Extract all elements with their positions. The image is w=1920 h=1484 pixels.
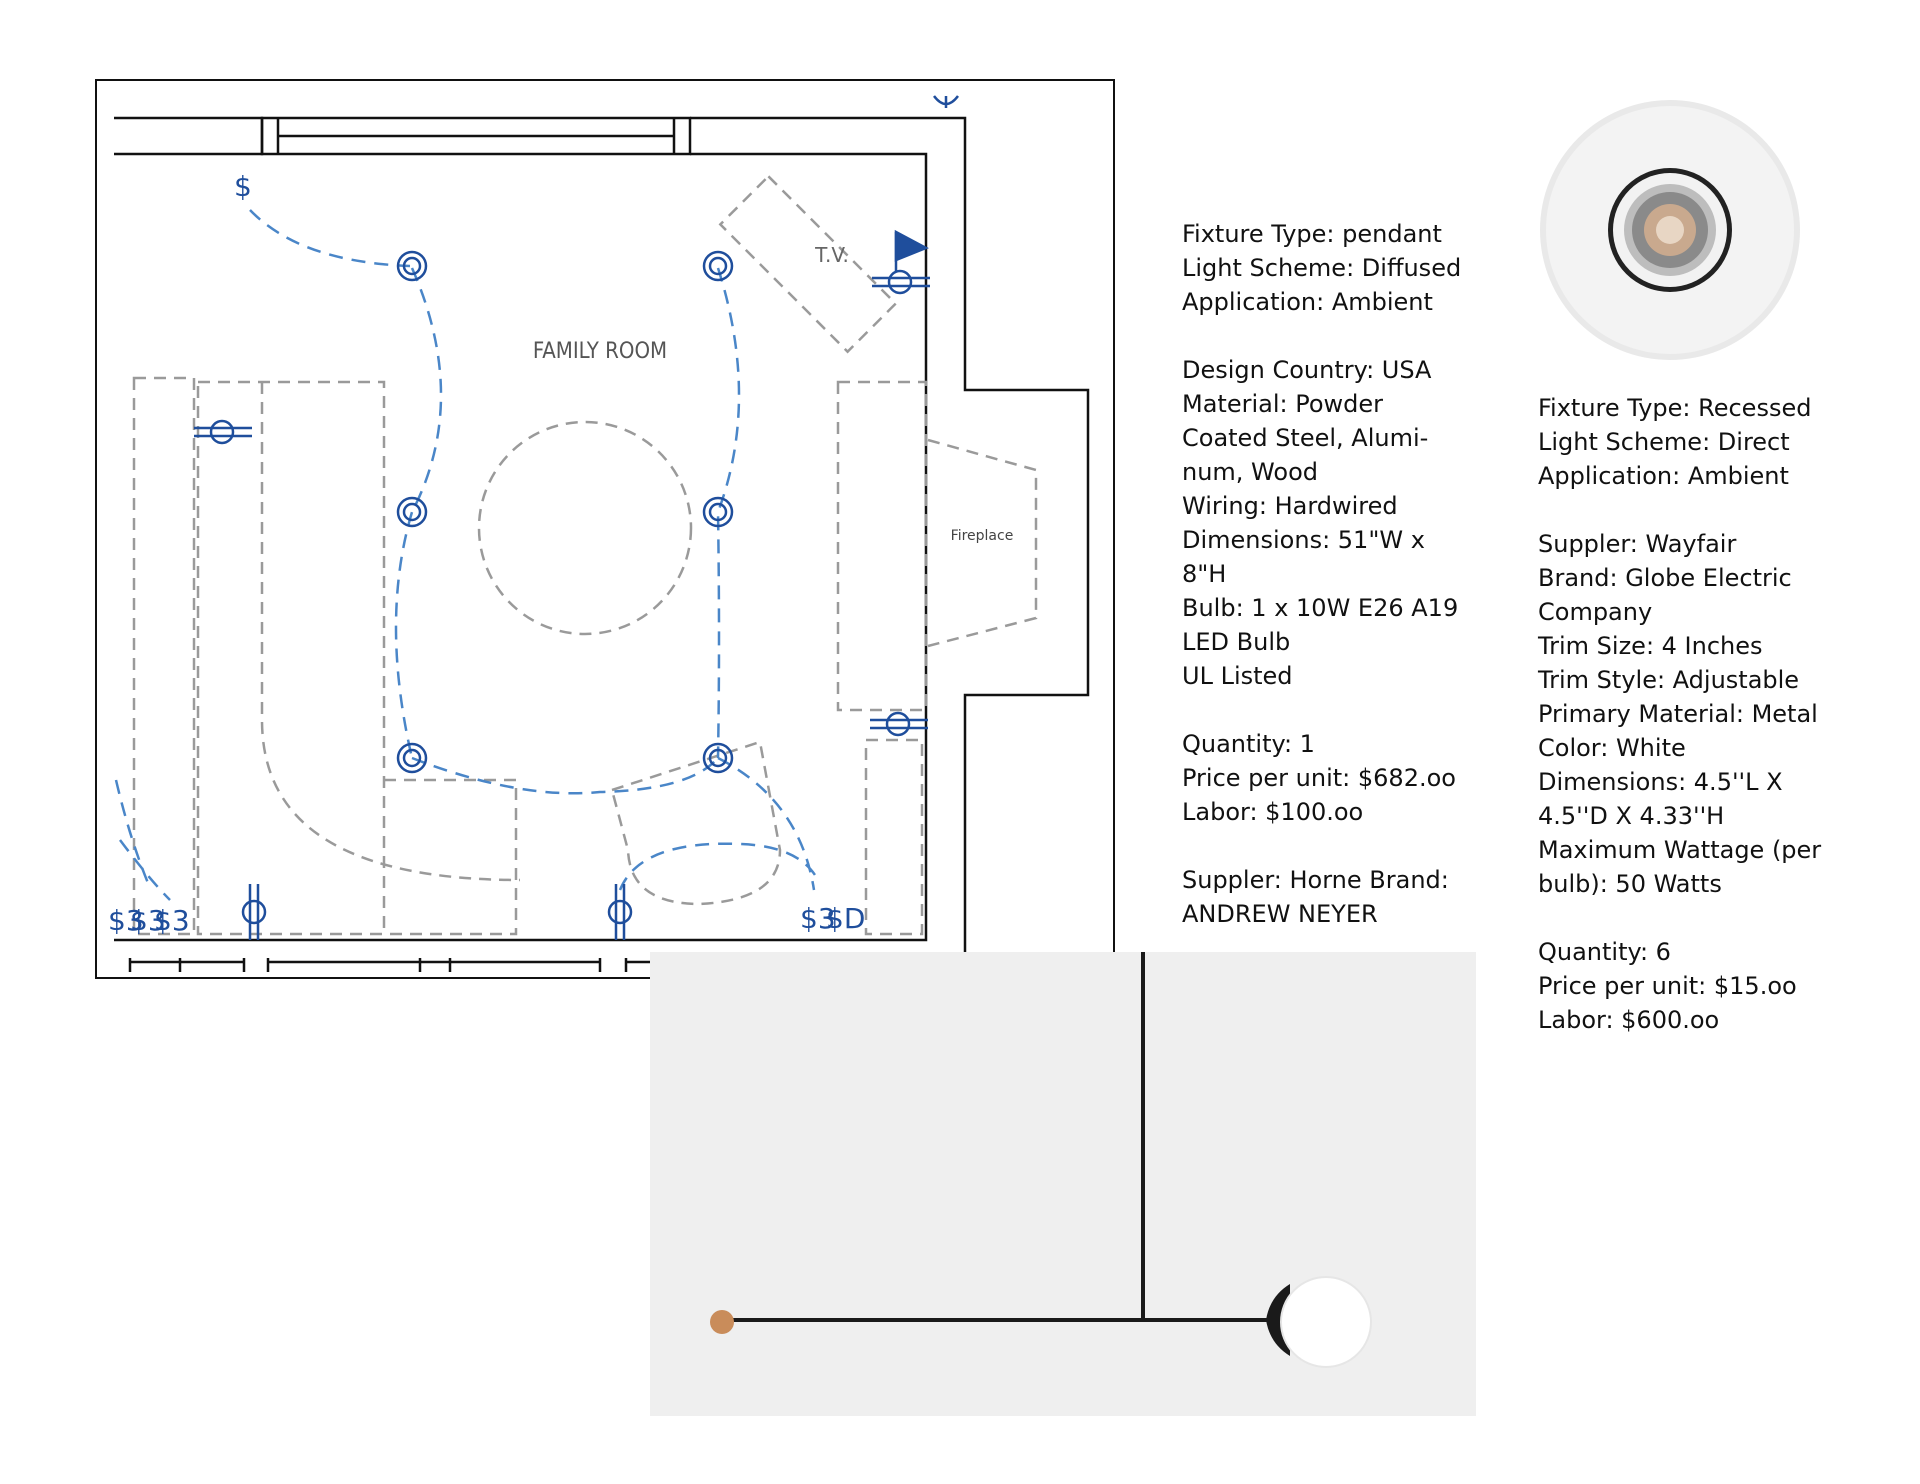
pendant-application: Application: Ambient	[1182, 288, 1433, 316]
pendant-dimensions: Dimensions: 51"W x 8"H	[1182, 526, 1425, 588]
lighting-floor-plan: FAMILY ROOM T.V. Fireplace $ $3 $3 $3 $3…	[95, 79, 1115, 979]
switch-label-br-1: $3	[800, 902, 836, 935]
recessed-fixture-type: Fixture Type: Recessed	[1538, 394, 1812, 422]
recessed-dimensions: Dimensions: 4.5''L X 4.5''D X 4.33''H	[1538, 768, 1783, 830]
pendant-quantity: Quantity: 1	[1182, 730, 1315, 758]
recessed-price: Price per unit: $15.oo	[1538, 972, 1797, 1000]
room-label: FAMILY ROOM	[533, 339, 667, 364]
recessed-light-2	[702, 250, 734, 282]
outlet-symbols	[194, 95, 959, 940]
recessed-labor: Labor: $600.oo	[1538, 1006, 1720, 1034]
recessed-application: Application: Ambient	[1538, 462, 1789, 490]
pendant-light-photo	[650, 952, 1476, 1416]
fireplace-label: Fireplace	[951, 528, 1014, 544]
recessed-color: Color: White	[1538, 734, 1686, 762]
pendant-spec: Fixture Type: pendant Light Scheme: Diff…	[1182, 217, 1482, 931]
data-jack-icon	[894, 229, 929, 262]
recessed-light-4	[702, 496, 734, 528]
recessed-light-photo	[1540, 100, 1800, 360]
outlet-bottom-1	[241, 884, 267, 940]
pendant-supplier: Suppler: Horne Brand: ANDREW NEYER	[1182, 866, 1449, 928]
furniture	[132, 174, 1038, 936]
switch-label-bl-2: $3	[130, 904, 166, 937]
outlet-bottom-2	[607, 884, 633, 940]
wiring-runs	[114, 209, 820, 901]
outlet-right	[870, 711, 928, 737]
outlet-tv	[872, 269, 930, 295]
recessed-light-6	[702, 742, 734, 774]
plan-border	[95, 79, 1115, 979]
switch-label-br-2: $D	[826, 902, 865, 935]
exterior-fixture-icon	[933, 95, 959, 108]
switch-label-bl-1: $3	[108, 904, 144, 937]
recessed-max-wattage: Maximum Wattage (per bulb): 50 Watts	[1538, 836, 1822, 898]
tv-label: T.V.	[814, 243, 849, 267]
outlet-left	[194, 419, 252, 445]
pendant-price: Price per unit: $682.oo	[1182, 764, 1456, 792]
recessed-trim-size: Trim Size: 4 Inches	[1538, 632, 1763, 660]
pendant-labor: Labor: $100.oo	[1182, 798, 1364, 826]
switch-label-bl-3: $3	[154, 904, 190, 937]
recessed-light-3	[396, 496, 428, 528]
recessed-light-1	[396, 250, 428, 282]
pendant-bulb: Bulb: 1 x 10W E26 A19 LED Bulb	[1182, 594, 1459, 656]
pendant-fixture-type: Fixture Type: pendant	[1182, 220, 1442, 248]
recessed-trim-style: Trim Style: Adjustable	[1538, 666, 1800, 694]
pendant-design-country: Design Country: USA	[1182, 356, 1432, 384]
recessed-light-symbols	[396, 250, 734, 774]
pendant-light-scheme: Light Scheme: Diffused	[1182, 254, 1462, 282]
pendant-listing: UL Listed	[1182, 662, 1293, 690]
walls	[114, 116, 1090, 972]
recessed-brand: Brand: Globe Electric Company	[1538, 564, 1792, 626]
recessed-light-scheme: Light Scheme: Direct	[1538, 428, 1790, 456]
recessed-primary-material: Primary Material: Metal	[1538, 700, 1818, 728]
recessed-quantity: Quantity: 6	[1538, 938, 1671, 966]
pendant-material: Material: Powder Coated Steel, Alumi- nu…	[1182, 390, 1429, 486]
recessed-supplier: Suppler: Wayfair	[1538, 530, 1737, 558]
recessed-spec: Fixture Type: Recessed Light Scheme: Dir…	[1538, 391, 1838, 1037]
pendant-wiring: Wiring: Hardwired	[1182, 492, 1398, 520]
recessed-light-5	[396, 742, 428, 774]
switch-label-top: $	[234, 170, 252, 203]
switch-labels: $ $3 $3 $3 $3 $D	[108, 170, 865, 937]
